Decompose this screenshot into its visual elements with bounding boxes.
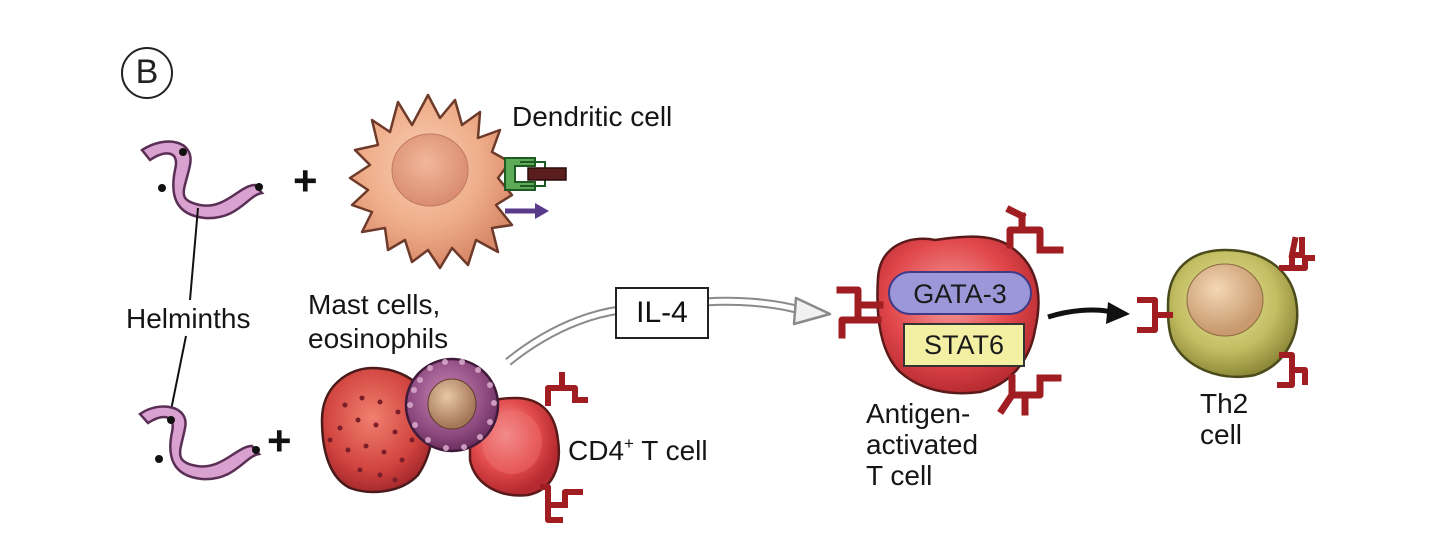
helminth-pointer-line <box>189 207 199 301</box>
plus-sign: + <box>293 157 318 204</box>
helminths-label: Helminths <box>126 303 251 334</box>
antigen-activated-label: Antigen- activated T cell <box>866 398 979 491</box>
stat6-label: STAT6 <box>903 323 1025 367</box>
helminth-worm-icon <box>138 405 262 481</box>
helminth-pointer-line <box>169 335 187 416</box>
cd4-t-cell-label: CD4+ T cell <box>568 434 708 468</box>
eosinophil-icon <box>404 357 500 453</box>
plus-sign: + <box>267 417 292 464</box>
t-cell-receptor-icon <box>540 372 588 523</box>
differentiation-arrow-icon <box>1047 302 1130 324</box>
mhc-antigen-icon <box>504 157 567 191</box>
mast-cells-eosinophils-label: Mast cells, eosinophils <box>308 289 449 354</box>
purple-arrow-icon <box>505 203 549 219</box>
il4-arrow-icon <box>505 296 832 366</box>
th2-cell-label: Th2 cell <box>1200 388 1249 450</box>
gata3-label: GATA-3 <box>888 271 1032 315</box>
cd4-text: CD4 <box>568 435 625 466</box>
cd4-superscript: + <box>624 434 634 453</box>
helminth-worm-icon <box>140 140 265 220</box>
dendritic-cell-label: Dendritic cell <box>512 101 673 132</box>
dendritic-cell-icon <box>348 93 514 270</box>
t-cell-receptor-icon <box>1137 236 1315 388</box>
t-cell-receptor-icon <box>836 205 1064 416</box>
th2-cell-icon <box>1166 248 1299 379</box>
il4-box: IL-4 <box>615 287 709 339</box>
panel-letter: B <box>121 47 173 99</box>
cd4-suffix: T cell <box>633 435 708 466</box>
